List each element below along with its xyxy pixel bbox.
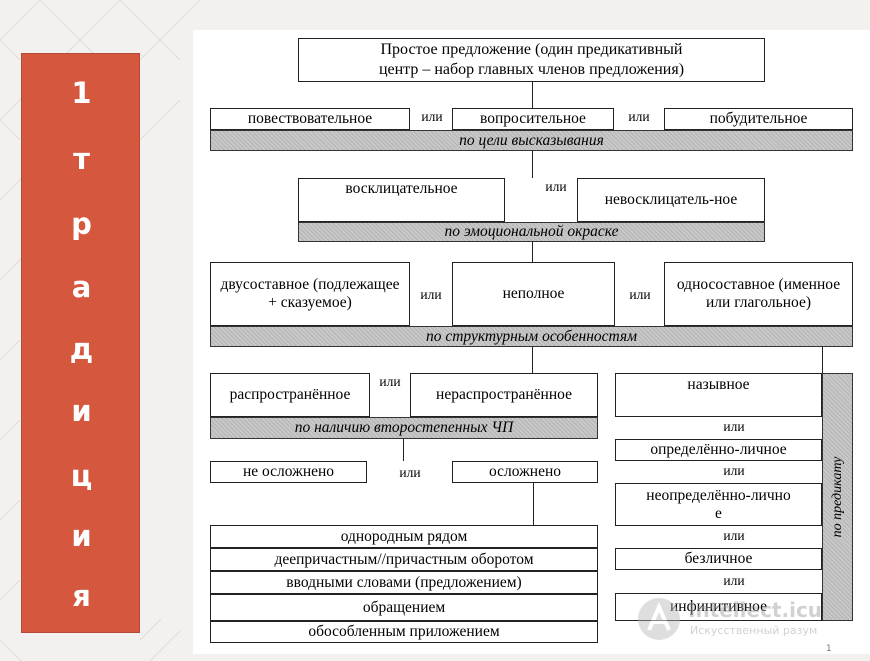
- page-number: 1: [826, 644, 832, 654]
- sidebar-letter: р: [71, 207, 92, 241]
- emotion-criterion-bar: по эмоциональной окраске: [298, 222, 765, 242]
- purpose-criterion-bar: по цели высказывания: [210, 130, 853, 151]
- structure-criterion-bar: по структурным особенностям: [210, 326, 853, 347]
- root-line-2: центр – набор главных членов предложения…: [378, 61, 685, 78]
- secondary-extended: распространённое: [210, 373, 370, 417]
- or-label: или: [545, 179, 567, 194]
- sidebar-letter: д: [69, 332, 94, 366]
- emotion-non-exclamatory: невосклицатель-ное: [577, 178, 765, 222]
- watermark-logo-icon: [638, 598, 680, 640]
- purpose-interrogative: вопросительное: [452, 108, 614, 130]
- secondary-non-extended: нераспространённое: [410, 373, 598, 417]
- connector-line: [532, 81, 533, 108]
- one-member-indefinite-personal-label: неопределённо-личное: [646, 486, 791, 522]
- complicated-by-address: обращением: [210, 594, 598, 621]
- connector-line: [403, 439, 404, 461]
- complicated-by-participial: деепричастным//причастным оборотом: [210, 548, 598, 571]
- complicated-by-homogeneous: однородным рядом: [210, 525, 598, 548]
- one-member-nominative: назывное: [615, 373, 822, 417]
- or-label: или: [723, 573, 745, 588]
- watermark-name: Intellect.icu: [688, 598, 823, 622]
- secondary-criterion-bar: по наличию второстепенных ЧП: [210, 417, 598, 439]
- or-label: или: [723, 419, 745, 434]
- structure-two-member-label: двусоставное (подлежащее + сказуемое): [220, 276, 400, 311]
- root-line-1: Простое предложение (один предикативный: [380, 41, 683, 58]
- or-label: или: [379, 374, 401, 389]
- complicated-by-apposition: обособленным приложением: [210, 621, 598, 643]
- connector-line: [822, 347, 823, 374]
- complicated-by-introductory: вводными словами (предложением): [210, 571, 598, 594]
- connector-line: [532, 347, 533, 373]
- or-label: или: [628, 109, 650, 124]
- one-member-indefinite-personal: неопределённо-личное: [615, 483, 822, 526]
- one-member-infinitive: инфинитивное: [615, 593, 822, 621]
- predicate-criterion-label: по предикату: [829, 456, 845, 538]
- structure-incomplete: неполное: [452, 262, 615, 326]
- secondary-non-extended-label: нераспространённое: [436, 386, 572, 403]
- connector-line: [533, 483, 534, 525]
- sidebar-letter: ц: [70, 459, 93, 493]
- secondary-extended-label: распространённое: [229, 386, 351, 403]
- watermark-tagline: Искусственный разум: [690, 624, 818, 637]
- sidebar-letter: т: [73, 142, 90, 176]
- or-label: или: [629, 287, 651, 302]
- root-box: Простое предложение (один предикативный …: [298, 38, 765, 82]
- or-label: или: [723, 528, 745, 543]
- one-member-impersonal: безличное: [615, 548, 822, 570]
- structure-one-member: односоставное (именное или глагольное): [664, 262, 853, 326]
- structure-one-member-label: односоставное (именное или глагольное): [676, 276, 841, 311]
- sidebar-tradition: 1 т р а д и ц и я: [21, 53, 140, 633]
- emotion-exclamatory: восклицательное: [298, 178, 505, 222]
- sidebar-letter: а: [71, 270, 92, 304]
- predicate-criterion-bar: по предикату: [822, 373, 853, 621]
- or-label: или: [420, 287, 442, 302]
- purpose-narrative: повествовательное: [210, 108, 410, 130]
- not-complicated: не осложнено: [210, 461, 367, 483]
- watermark: Intellect.icu Искусственный разум: [636, 590, 866, 650]
- complicated: осложнено: [452, 461, 598, 483]
- structure-two-member: двусоставное (подлежащее + сказуемое): [210, 262, 410, 326]
- purpose-imperative: побудительное: [664, 108, 853, 130]
- one-member-definite-personal: определённо-личное: [615, 439, 822, 461]
- sidebar-letter: я: [72, 579, 91, 613]
- or-label: или: [399, 465, 421, 480]
- sidebar-letter: и: [71, 519, 92, 553]
- connector-line: [532, 242, 533, 262]
- connector-line: [532, 151, 533, 178]
- sidebar-letter: 1: [71, 76, 92, 110]
- or-label: или: [723, 463, 745, 478]
- sidebar-letter: и: [71, 394, 92, 428]
- emotion-non-exclamatory-label: невосклицатель-ное: [604, 191, 738, 208]
- or-label: или: [421, 109, 443, 124]
